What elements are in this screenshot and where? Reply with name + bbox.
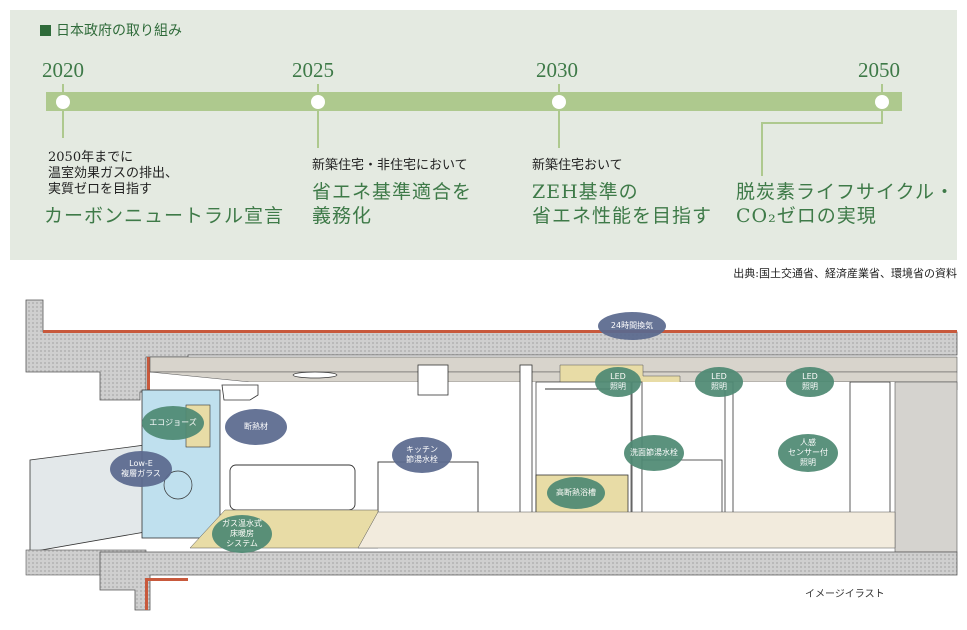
range-hood [417, 364, 449, 396]
sofa [229, 464, 356, 511]
milestone-dot-2025 [311, 94, 325, 109]
right-closet [894, 381, 958, 553]
label-line: 照明 [800, 458, 816, 467]
square-bullet-icon [40, 24, 51, 36]
label-line: LED [802, 372, 818, 381]
label-insulation: 断熱材 [225, 409, 287, 445]
timeline-panel [10, 10, 957, 260]
headline-2025: 省エネ基準適合を 義務化 [312, 180, 472, 228]
label-washbasin-faucet: 洗面節湯水栓 [624, 435, 684, 471]
timeline-title: 日本政府の取り組み [40, 20, 182, 40]
note-line: 2050年までに [48, 150, 134, 165]
tick-2025 [317, 84, 319, 148]
label-line: キッチン [406, 445, 438, 454]
note-line: 新築住宅おいて [532, 158, 623, 173]
label-line: 照明 [610, 382, 626, 391]
headline-line: CO₂ゼロの実現 [736, 205, 877, 227]
label-line: システム [226, 539, 258, 548]
label-floor-heating: ガス温水式床暖房システム [212, 515, 272, 553]
headline-line: ZEH基準の [532, 181, 639, 203]
ceiling [149, 356, 958, 373]
note-2030: 新築住宅おいて [532, 158, 623, 174]
milestone-dot-2020 [56, 94, 70, 109]
year-2030: 2030 [536, 58, 578, 82]
ceiling-slope [149, 371, 958, 383]
label-line: 照明 [711, 382, 727, 391]
tick-2030 [558, 84, 560, 148]
label-bathtub: 高断熱浴槽 [547, 477, 605, 509]
label-ecojozu: エコジョーズ [142, 406, 204, 440]
label-line: 複層ガラス [121, 469, 161, 478]
label-line: センサー付 [788, 448, 828, 457]
image-caption: イメージイラスト [805, 589, 885, 600]
note-line: 実質ゼロを目指す [48, 182, 153, 197]
washing-machine [163, 470, 193, 500]
lower-insulation [145, 578, 188, 610]
ceiling-light [292, 371, 338, 379]
headline-line: 省エネ基準適合を [312, 181, 473, 203]
headline-line: 省エネ性能を目指す [532, 205, 713, 227]
roof-insulation [43, 330, 957, 333]
tick-2020 [62, 84, 64, 138]
year-2025: 2025 [292, 58, 334, 82]
headline-2030: ZEH基準の 省エネ性能を目指す [532, 180, 712, 228]
note-line: 温室効果ガスの排出、 [48, 166, 179, 181]
note-line: 新築住宅・非住宅において [312, 158, 468, 173]
milestone-dot-2030 [552, 94, 566, 109]
label-line: 照明 [802, 382, 818, 391]
label-line: 節湯水栓 [406, 455, 438, 464]
label-line: LED [610, 372, 626, 381]
connector-2050-drop [761, 122, 763, 176]
timeline-title-text: 日本政府の取り組み [56, 23, 182, 39]
headline-2050: 脱炭素ライフサイクル・ CO₂ゼロの実現 [736, 180, 955, 228]
headline-line: 脱炭素ライフサイクル・ [736, 181, 956, 203]
note-2020: 2050年までに 温室効果ガスの排出、 実質ゼロを目指す [48, 150, 178, 198]
air-conditioner [221, 384, 259, 401]
note-2025: 新築住宅・非住宅において [312, 158, 468, 174]
label-line: LED [711, 372, 727, 381]
label-line: 床暖房 [230, 529, 254, 538]
headline-line: カーボンニュートラル宣言 [44, 205, 285, 227]
label-ventilation: 24時間換気 [598, 312, 666, 340]
label-line: 人感 [800, 438, 816, 447]
headline-2020: カーボンニュートラル宣言 [44, 204, 284, 228]
headline-line: 義務化 [312, 205, 373, 227]
floor [357, 511, 896, 549]
year-2050: 2050 [858, 58, 900, 82]
lower-slab [99, 551, 958, 611]
label-line: ガス温水式 [222, 519, 262, 528]
year-2020: 2020 [42, 58, 84, 82]
milestone-dot-2050 [875, 94, 889, 109]
label-line: Low-E [129, 459, 153, 468]
timeline-bar [46, 92, 902, 111]
label-kitchen-faucet: キッチン節湯水栓 [392, 437, 452, 473]
label-sensor-light: 人感センサー付照明 [778, 434, 838, 472]
connector-2050 [761, 122, 883, 124]
source-note: 出典:国土交通省、経済産業省、環境省の資料 [733, 267, 957, 280]
